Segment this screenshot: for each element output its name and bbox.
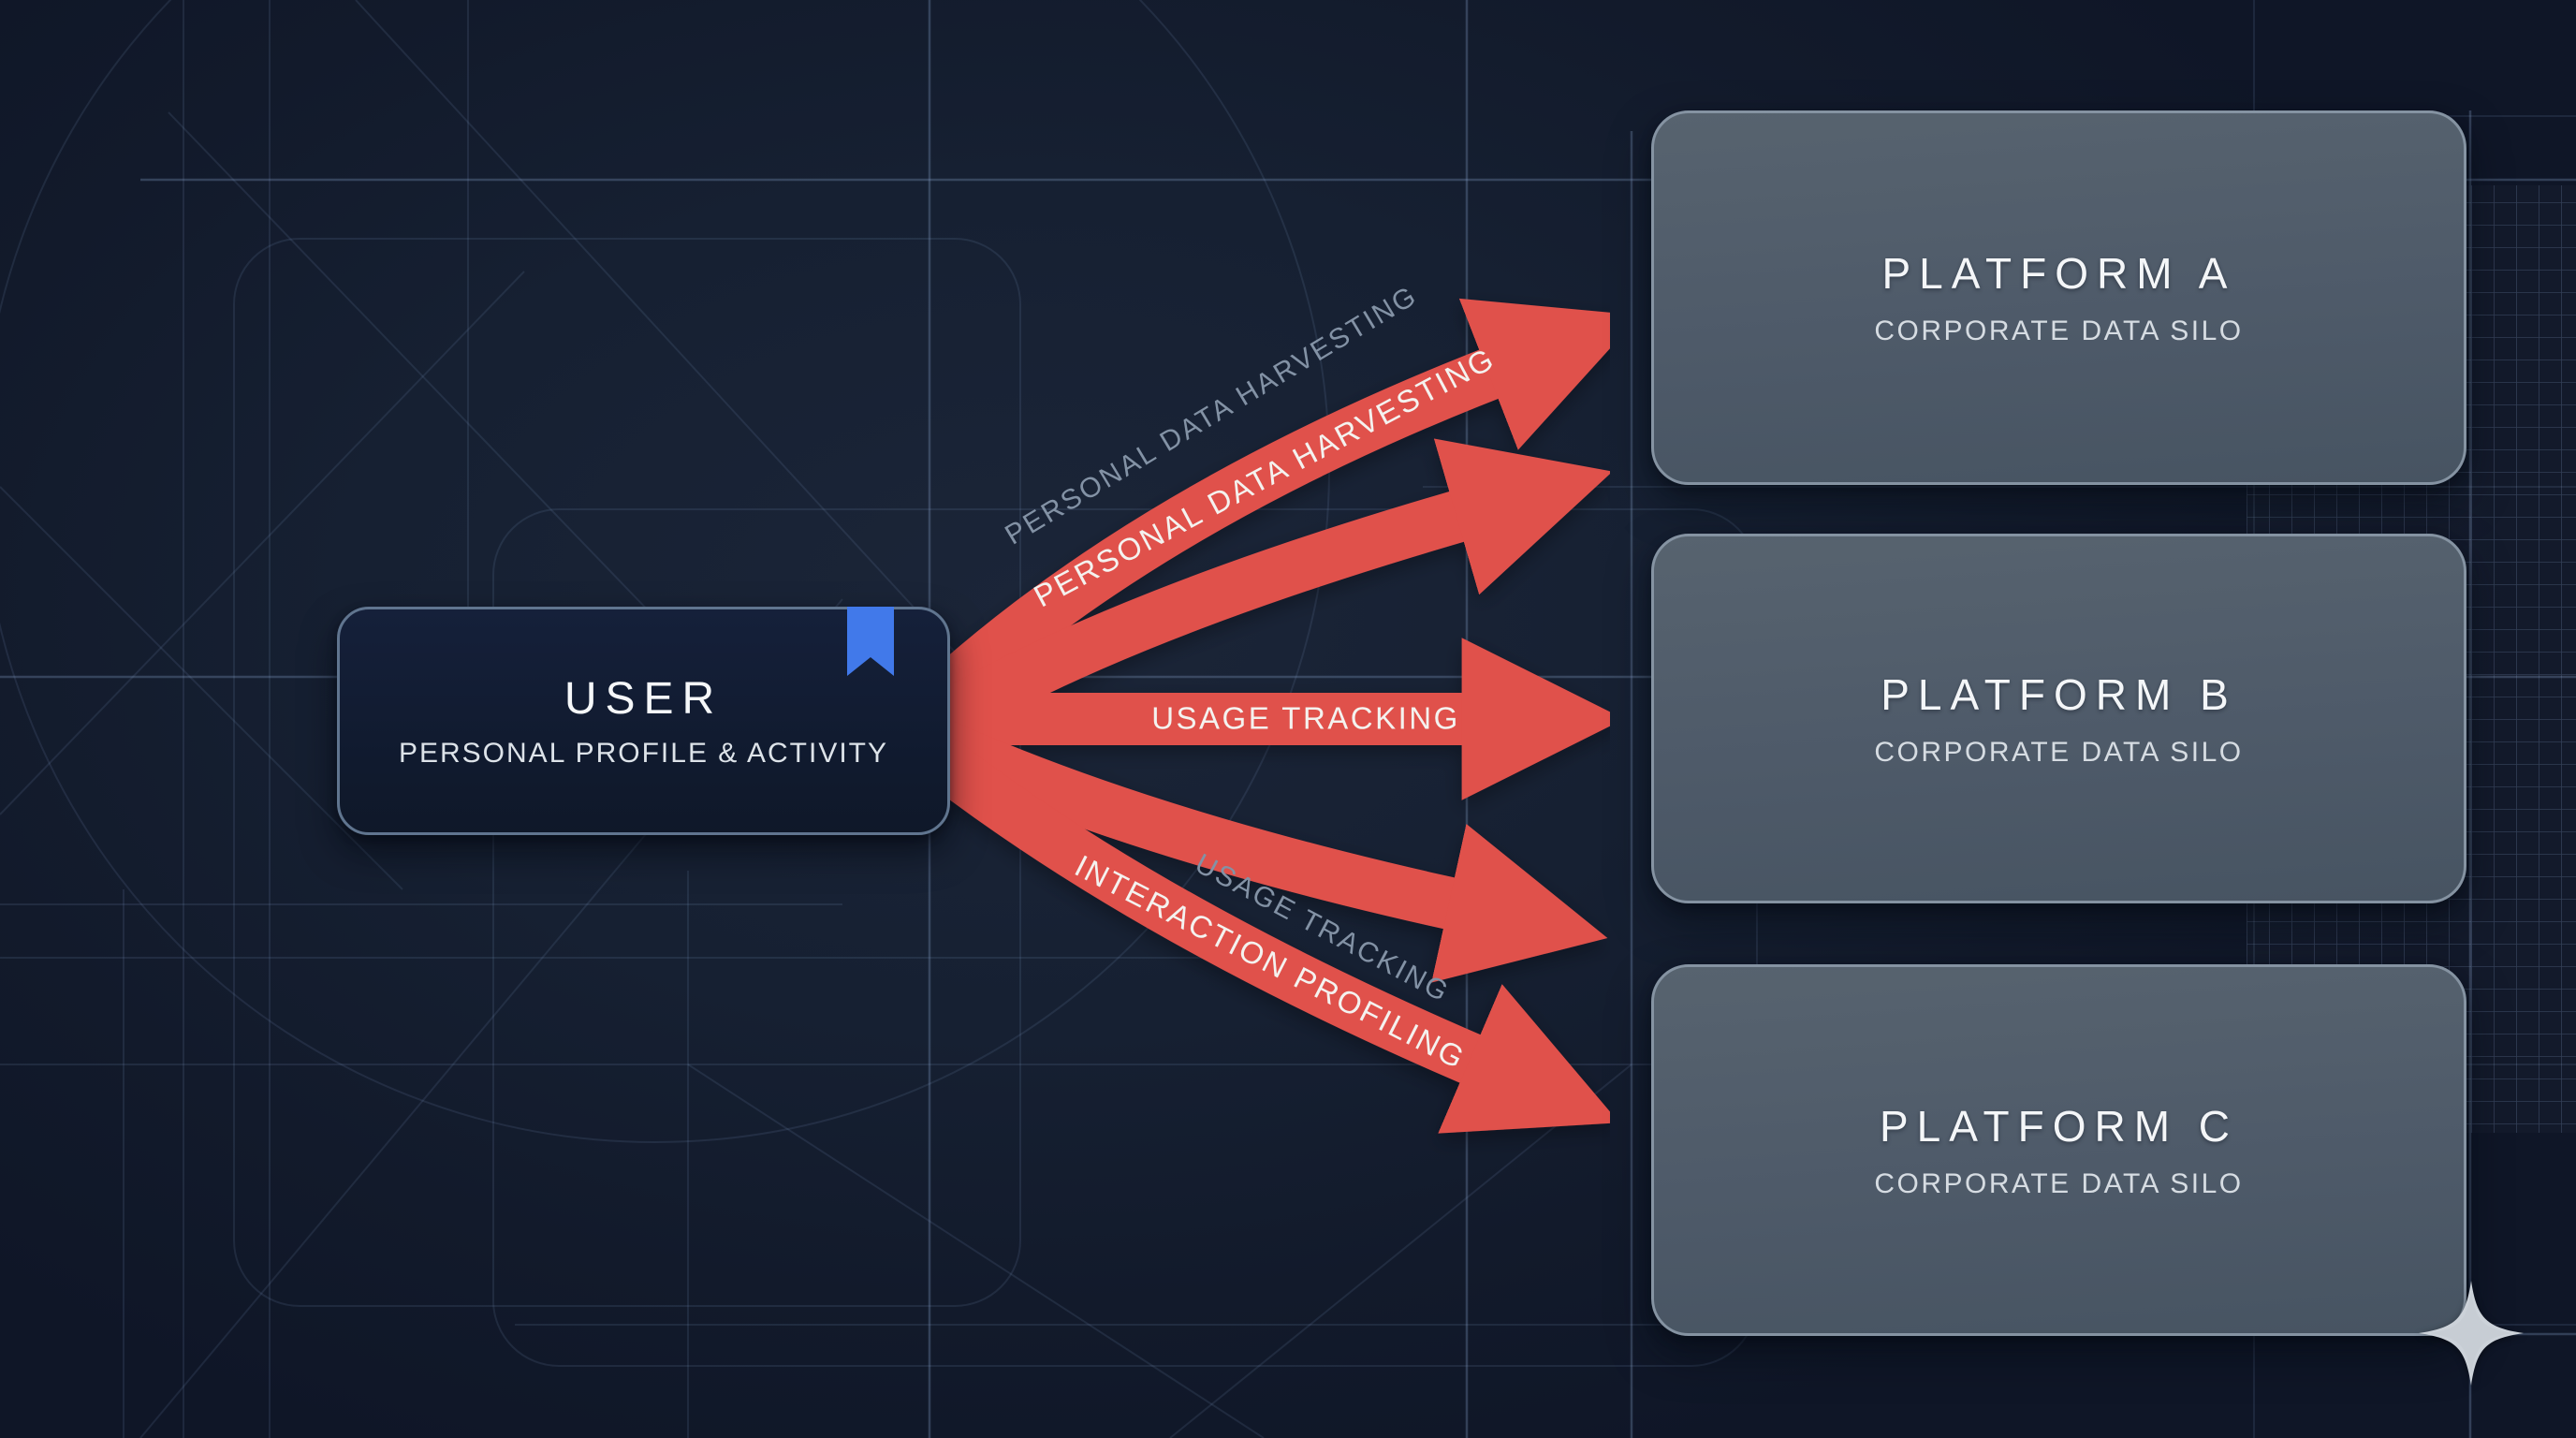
flow-label-usage: USAGE TRACKING bbox=[1151, 701, 1460, 736]
arrow-usage-secondary bbox=[929, 720, 1608, 983]
platform-b-title: PLATFORM B bbox=[1881, 669, 2237, 719]
arrow-harvesting-secondary bbox=[927, 438, 1613, 744]
platform-c-node: PLATFORM C CORPORATE DATA SILO bbox=[1651, 964, 2466, 1336]
arrow-profiling-to-platform-c bbox=[924, 739, 1619, 1134]
bookmark-icon bbox=[847, 607, 894, 676]
arrow-harvesting-to-platform-a bbox=[923, 298, 1641, 717]
platform-a-title: PLATFORM A bbox=[1881, 249, 2236, 298]
arrow-group bbox=[923, 298, 1641, 1134]
sparkle-icon bbox=[2419, 1281, 2524, 1386]
platform-b-node: PLATFORM B CORPORATE DATA SILO bbox=[1651, 534, 2466, 903]
platform-c-title: PLATFORM C bbox=[1879, 1101, 2239, 1151]
user-node-subtitle: PERSONAL PROFILE & ACTIVITY bbox=[398, 737, 888, 769]
platform-c-subtitle: CORPORATE DATA SILO bbox=[1874, 1167, 2244, 1199]
platform-a-subtitle: CORPORATE DATA SILO bbox=[1874, 315, 2244, 346]
platform-b-subtitle: CORPORATE DATA SILO bbox=[1874, 736, 2244, 768]
platform-a-node: PLATFORM A CORPORATE DATA SILO bbox=[1651, 110, 2466, 485]
user-node: USER PERSONAL PROFILE & ACTIVITY bbox=[337, 607, 950, 835]
user-node-title: USER bbox=[564, 673, 724, 724]
